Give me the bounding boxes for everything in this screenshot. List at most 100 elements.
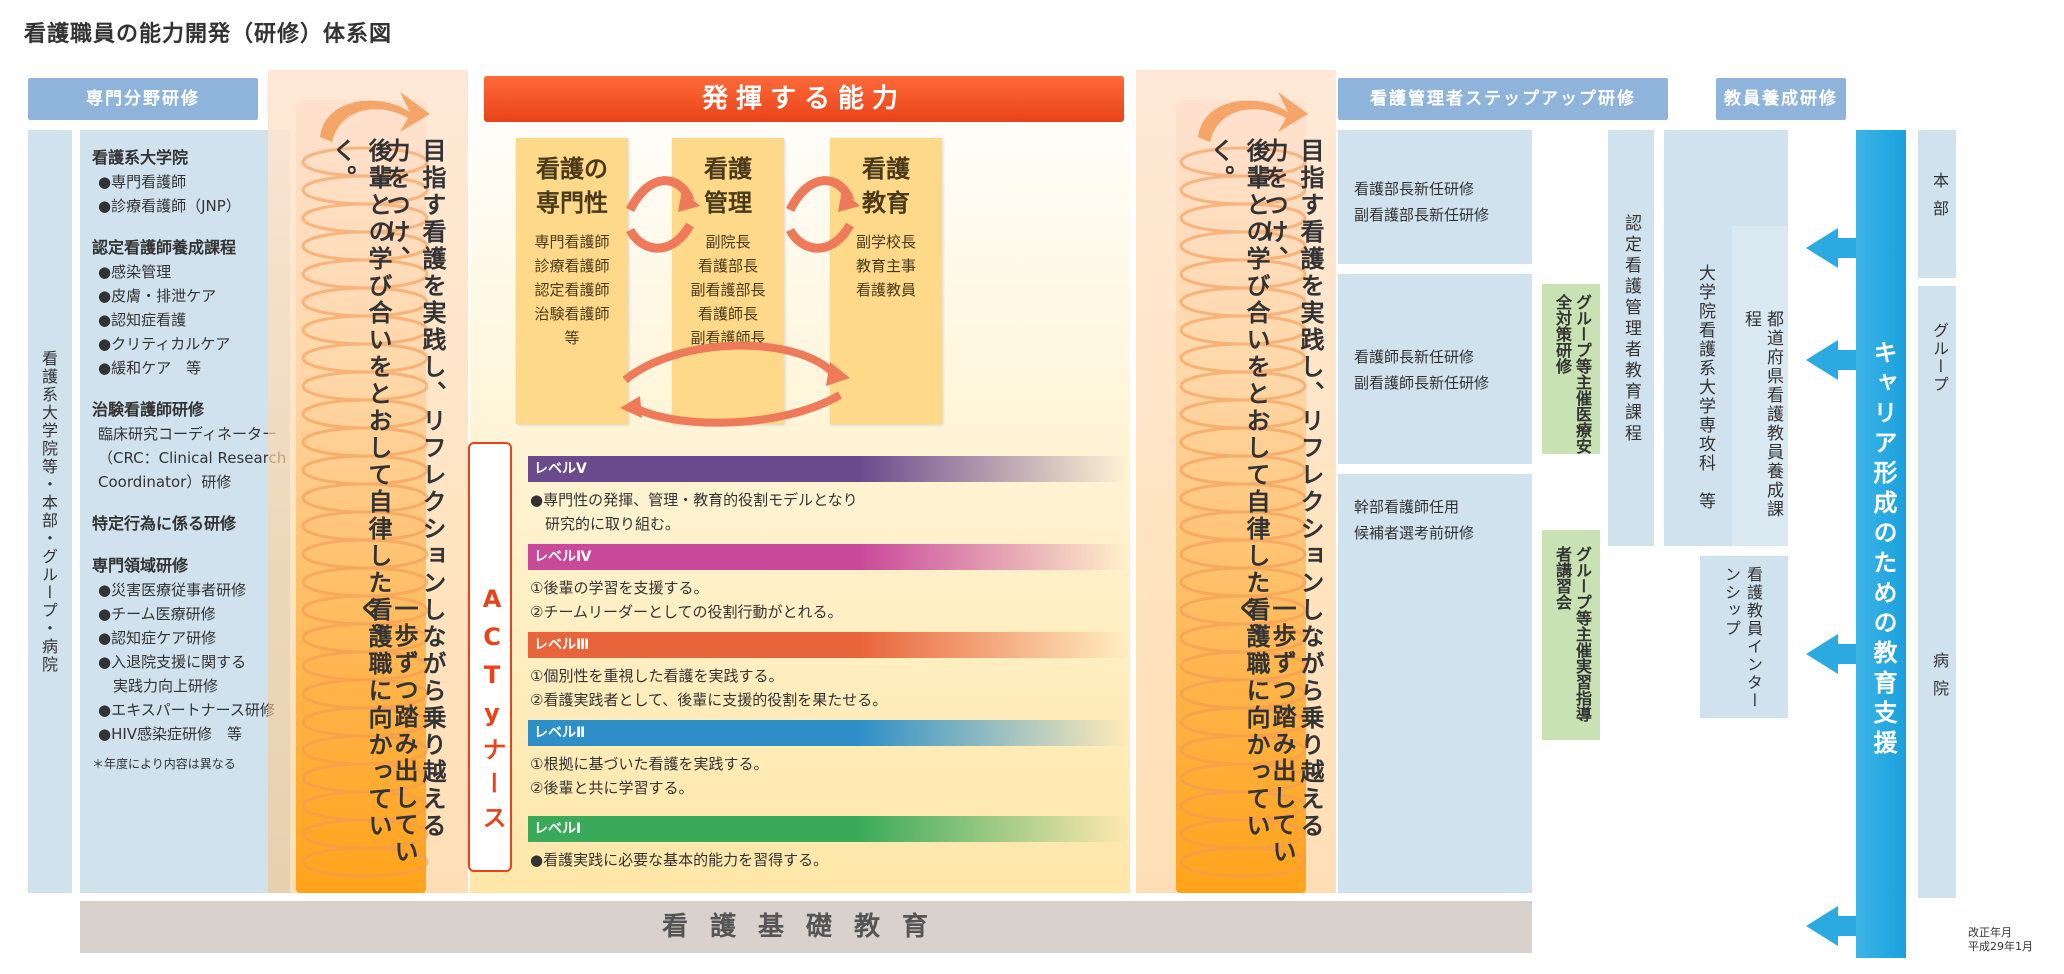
far-right-hospital-text: 病院 [1930,652,1949,708]
career-support-column: キャリア形成のための教育支援 [1856,130,1906,958]
cert-admin-text: 認定看護管理者教育課程 [1621,214,1641,445]
mgmt-line: 看護師長新任研修 [1354,348,1475,366]
level-line: ①根拠に基づいた看護を実践する。 [530,755,769,773]
level-label: レベルⅤ [528,456,1128,482]
capability-management: 看護管理 副院長看護部長副看護部長看護師長副看護師長 [672,138,784,424]
level-block: レベルⅣ ①後輩の学習を支援する。 ②チームリーダーとしての役割行動がとれる。 [528,544,1128,624]
mgmt-line: 副看護部長新任研修 [1354,206,1490,224]
cert-admin-course: 認定看護管理者教育課程 [1608,130,1654,546]
left-section-item: ●皮膚・排泄ケア [98,287,217,305]
far-right-honbu-text: 本部 [1930,172,1949,228]
left-section-item: Coordinator）研修 [98,473,232,491]
left-spiral-text-2: 一歩ずつ踏み出していく。 [354,596,418,866]
mgmt-box-2-text: 看護師長新任研修副看護師長新任研修 [1354,344,1489,396]
far-right-group-text: グループ [1930,322,1949,394]
capability-cycle-arrows [620,176,860,427]
mgmt-box-3-text: 幹部看護師任用候補者選考前研修 [1354,494,1474,546]
left-note: ＊年度により内容は異なる [92,757,236,771]
mgmt-line: 看護部長新任研修 [1354,180,1475,198]
left-vertical-strip: 看護系大学院等・本部・グループ・病院 [28,130,72,893]
left-section-title: 特定行為に係る研修 [92,514,237,533]
level-line: ①個別性を重視した看護を実践する。 [530,667,784,685]
revision-label: 改正年月 [1968,926,2012,939]
level-line: ②チームリーダーとしての役割行動がとれる。 [530,603,843,621]
left-section-title: 治験看護師研修 [92,400,205,419]
arrow-stem [1836,238,1856,258]
right-spiral-text-1: 目指す看護を実践し、リフレクションしながら乗り越える力をつけ、 [1260,138,1324,840]
acty-nurse-label: ACTyナース [468,442,512,872]
level-line: ②後輩と共に学習する。 [530,779,694,797]
capability-line: 看護部長 [697,257,758,275]
revision-note: 改正年月 平成29年1月 [1968,926,2058,954]
level-block: レベルⅡ ①根拠に基づいた看護を実践する。 ②後輩と共に学習する。 [528,720,1128,800]
capability-line: 副院長 [705,233,751,251]
capability-line: 等 [564,329,580,347]
level-description: ①根拠に基づいた看護を実践する。 ②後輩と共に学習する。 [528,752,1128,800]
level-line: ●専門性の発揮、管理・教育的役割モデルとなり [530,491,858,509]
left-section-item: ●エキスパートナース研修 [98,701,275,719]
capability-line: 教育主事 [855,257,916,275]
right-spiral-swirls [1179,92,1308,878]
level-description: ●看護実践に必要な基本的能力を習得する。 [528,848,1128,872]
green-safety-training: グループ等主催医療安全対策研修 [1542,284,1600,454]
capability-line: 看護教員 [855,281,916,299]
cap-lines-3: 副学校長教育主事看護教員 [830,230,942,302]
capability-line: 副看護部長 [690,281,766,299]
left-section-item: ●診療看護師（JNP） [98,197,241,215]
page-title: 看護職員の能力開発（研修）体系図 [24,22,393,47]
green-instructor-text: グループ等主催実習指導者講習会 [1553,546,1592,722]
left-section-item: ●クリティカルケア [98,335,231,353]
career-support-text: キャリア形成のための教育支援 [1869,340,1897,760]
left-list-box: 看護系大学院 ●専門看護師 ●診療看護師（JNP） 認定看護師養成課程 ●感染管理 ●皮膚… [80,130,290,893]
left-list: 看護系大学院 ●専門看護師 ●診療看護師（JNP） 認定看護師養成課程 ●感染管理 ●皮膚… [92,146,292,776]
level-label: レベルⅢ [528,632,1128,658]
left-section-item: ●災害医療従事者研修 [98,581,247,599]
intern-box: 看護教員インターンシップ [1700,556,1788,718]
left-section-item: （CRC：Clinical Research [98,449,287,467]
mgmt-box-1: 看護部長新任研修副看護部長新任研修 [1338,130,1532,264]
level-line: ①後輩の学習を支援する。 [530,579,709,597]
left-section-item: ●緩和ケア 等 [98,359,202,377]
left-section-title: 看護系大学院 [92,148,189,167]
right-spiral-text-2: 一歩ずつ踏み出していく。 [1232,596,1296,866]
arrow-stem [1836,350,1856,370]
level-description: ①個別性を重視した看護を実践する。②看護実践者として、後輩に支援的役割を果たせる… [528,664,1128,712]
cap-lines-1: 専門看護師診療看護師認定看護師治験看護師等 [516,230,628,350]
far-right-group-hospital: グループ 病院 [1918,286,1956,898]
level-label: レベルⅡ [528,720,1128,746]
basic-nursing-education: 看護基礎教育 [80,901,1532,953]
left-section-item: ●専門看護師 [98,173,187,191]
mgmt-box-1-text: 看護部長新任研修副看護部長新任研修 [1354,176,1489,228]
capability-line: 診療看護師 [534,257,610,275]
left-section-title: 専門領域研修 [92,556,189,575]
mgmt-box-3: 幹部看護師任用候補者選考前研修 [1338,474,1532,893]
capability-line: 治験看護師 [534,305,610,323]
left-header: 専門分野研修 [28,78,258,120]
mgmt-line: 幹部看護師任用 [1354,498,1460,516]
green-instructor-course: グループ等主催実習指導者講習会 [1542,530,1600,740]
mgmt-header: 看護管理者ステップアップ研修 [1338,78,1668,120]
revision-date: 平成29年1月 [1968,940,2033,953]
level-block: レベルⅤ●専門性の発揮、管理・教育的役割モデルとなり 研究的に取り組む。 [528,456,1128,536]
swirl-ring [301,846,429,878]
far-right-honbu: 本部 [1918,130,1956,278]
left-section-title: 認定看護師養成課程 [92,238,237,257]
arrow-stem [1836,644,1856,664]
cap-title-3: 看護教育 [862,155,910,217]
level-label: レベルⅠ [528,816,1128,842]
level-label: レベルⅣ [528,544,1128,570]
prefecture-box: 都道府県看護教員養成課程 [1732,226,1788,546]
left-vertical-label: 看護系大学院等・本部・グループ・病院 [39,350,58,674]
mgmt-box-2: 看護師長新任研修副看護師長新任研修 [1338,274,1532,464]
cap-title-1: 看護の専門性 [536,155,608,217]
level-line: ●看護実践に必要な基本的能力を習得する。 [530,851,829,869]
intern-text: 看護教員インターンシップ [1722,566,1763,710]
right-spiral-text-3: 後輩との学び合いをとおして自律した看護職に向かっていく。 [1206,138,1270,840]
level-block: レベルⅢ ①個別性を重視した看護を実践する。②看護実践者として、後輩に支援的役割を… [528,632,1128,712]
level-description: ①後輩の学習を支援する。 ②チームリーダーとしての役割行動がとれる。 [528,576,1128,624]
left-spiral-text-3: 後輩との学び合いをとおして自律した看護職に向かっていく。 [328,138,392,840]
left-section-item: 臨床研究コーディネーター [98,425,277,443]
capability-specialty: 看護の専門性 専門看護師診療看護師認定看護師治験看護師等 [516,138,628,424]
left-section-item: ●感染管理 [98,263,172,281]
left-section-item: ●認知症ケア研修 [98,629,217,647]
